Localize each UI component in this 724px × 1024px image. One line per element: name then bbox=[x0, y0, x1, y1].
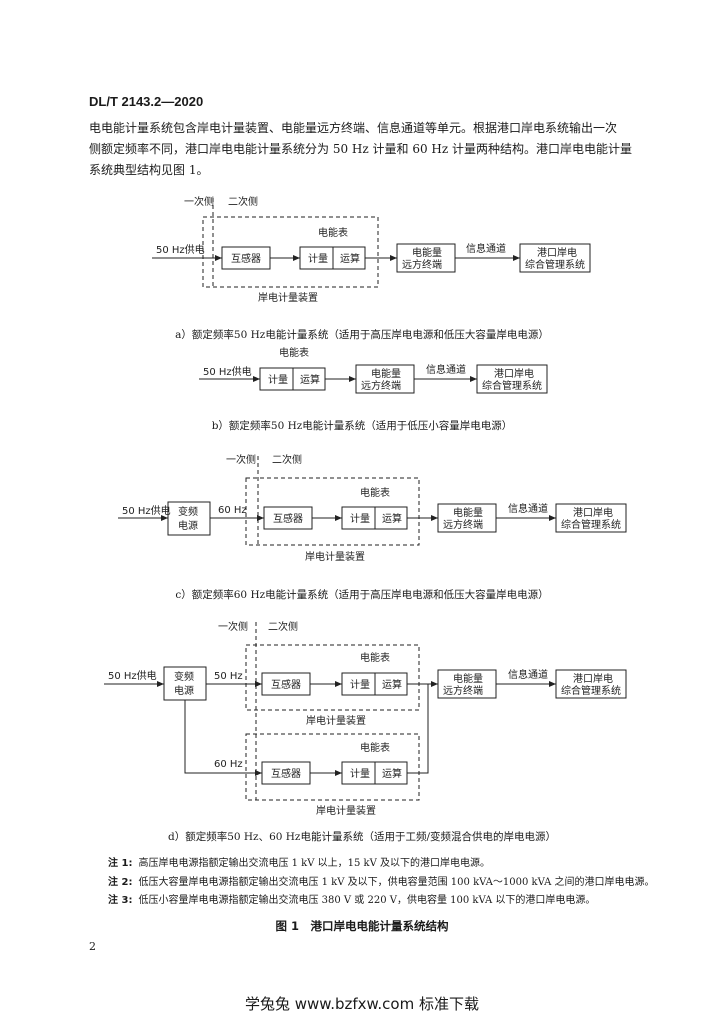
supply-50hz-label: 50 Hz供电 bbox=[108, 669, 157, 682]
hz60-label: 60 Hz bbox=[214, 759, 243, 770]
computing-label: 运算 bbox=[340, 252, 360, 265]
transformer-label: 互感器 bbox=[273, 512, 303, 525]
supply-50hz-label: 50 Hz供电 bbox=[156, 243, 205, 256]
port-management-system-box bbox=[519, 243, 591, 273]
secondary-side-label: 二次侧 bbox=[268, 620, 298, 633]
transformer-label: 互感器 bbox=[271, 767, 301, 780]
note-label: 注 1: bbox=[108, 858, 133, 869]
note-text: 低压小容量岸电电源指额定输出交流电压 380 V 或 220 V，供电容量 10… bbox=[138, 895, 596, 906]
shore-metering-device-boundary bbox=[202, 216, 379, 288]
info-channel-label: 信息通道 bbox=[508, 668, 548, 681]
terminal-label-line2: 远方终端 bbox=[443, 518, 483, 531]
meter-label: 电能表 bbox=[360, 486, 390, 499]
shore-device-label: 岸电计量装置 bbox=[316, 804, 376, 817]
vf-label-line2: 电源 bbox=[174, 684, 194, 697]
footer-watermark: 学兔兔 www.bzfxw.com 标准下载 bbox=[245, 995, 479, 1013]
mgmt-label-line1: 港口岸电 bbox=[573, 506, 613, 519]
diagram-a: 一次侧 二次侧 50 Hz供电 互感器 电能表 计量 运算 电能量 远方终端 信… bbox=[152, 195, 591, 304]
primary-side-label: 一次侧 bbox=[226, 453, 256, 466]
document-id: DL/T 2143.2—2020 bbox=[89, 94, 204, 109]
supply-50hz-label: 50 Hz供电 bbox=[203, 365, 252, 378]
secondary-side-label: 二次侧 bbox=[272, 453, 302, 466]
paragraph-line: 侧额定频率不同，港口岸电电能计量系统分为 50 Hz 计量和 60 Hz 计量两… bbox=[89, 142, 633, 156]
transformer-label: 互感器 bbox=[231, 252, 261, 265]
caption-a: a）额定频率50 Hz电能计量系统（适用于高压岸电电源和低压大容量岸电电源） bbox=[175, 329, 549, 341]
note-item: 注 2: 低压大容量岸电电源指额定输出交流电压 1 kV 及以下，供电容量范围 1… bbox=[108, 874, 688, 893]
shore-device-label: 岸电计量装置 bbox=[306, 714, 366, 727]
info-channel-label: 信息通道 bbox=[466, 242, 506, 255]
mgmt-label-line2: 综合管理系统 bbox=[525, 258, 585, 271]
terminal-label-line1: 电能量 bbox=[453, 672, 483, 685]
vf-label-line2: 电源 bbox=[178, 519, 198, 532]
caption-b: b）额定频率50 Hz电能计量系统（适用于低压小容量岸电电源） bbox=[211, 420, 513, 432]
metering-label: 计量 bbox=[350, 767, 370, 780]
primary-side-label: 一次侧 bbox=[218, 620, 248, 633]
mgmt-label-line2: 综合管理系统 bbox=[561, 518, 621, 531]
meter-label: 电能表 bbox=[318, 226, 348, 239]
mgmt-label-line2: 综合管理系统 bbox=[482, 379, 542, 392]
metering-label: 计量 bbox=[350, 512, 370, 525]
supply-50hz-label: 50 Hz供电 bbox=[122, 504, 171, 517]
diagram-c: 一次侧 二次侧 50 Hz供电 变频 电源 60 Hz 互感器 电能表 计量 运… bbox=[118, 453, 627, 563]
mgmt-label-line1: 港口岸电 bbox=[494, 367, 534, 380]
shore-device-label: 岸电计量装置 bbox=[305, 550, 365, 563]
computing-label: 运算 bbox=[382, 767, 402, 780]
shore-device-label: 岸电计量装置 bbox=[258, 291, 318, 304]
terminal-label-line2: 远方终端 bbox=[443, 684, 483, 697]
figure-title: 图 1 港口岸电电能计量系统结构 bbox=[275, 919, 449, 933]
mgmt-label-line1: 港口岸电 bbox=[573, 672, 613, 685]
hz50-label: 50 Hz bbox=[214, 671, 243, 682]
meter-label: 电能表 bbox=[360, 741, 390, 754]
vf-label-line1: 变频 bbox=[178, 505, 198, 518]
info-channel-label: 信息通道 bbox=[508, 502, 548, 515]
terminal-label-line1: 电能量 bbox=[453, 506, 483, 519]
paragraph-line: 系统典型结构见图 1。 bbox=[89, 163, 209, 177]
computing-label: 运算 bbox=[382, 678, 402, 691]
note-item: 注 3: 低压小容量岸电电源指额定输出交流电压 380 V 或 220 V，供电容… bbox=[108, 892, 688, 911]
caption-d: d）额定频率50 Hz、60 Hz电能计量系统（适用于工频/变频混合供电的岸电电… bbox=[167, 831, 557, 843]
metering-label: 计量 bbox=[308, 252, 328, 265]
port-management-system-box bbox=[476, 364, 548, 394]
meter-label: 电能表 bbox=[279, 346, 309, 359]
metering-label: 计量 bbox=[268, 373, 288, 386]
mgmt-label-line2: 综合管理系统 bbox=[561, 684, 621, 697]
transformer-label: 互感器 bbox=[271, 678, 301, 691]
note-item: 注 1: 高压岸电电源指额定输出交流电压 1 kV 以上，15 kV 及以下的港口… bbox=[108, 855, 688, 874]
page-number: 2 bbox=[89, 940, 96, 953]
vf-label-line1: 变频 bbox=[174, 670, 194, 683]
terminal-label-line1: 电能量 bbox=[371, 367, 401, 380]
note-label: 注 3: bbox=[108, 895, 133, 906]
terminal-label-line2: 远方终端 bbox=[361, 379, 401, 392]
diagram-d: 一次侧 二次侧 50 Hz供电 变频 电源 50 Hz 互感器 电能表 计量 运… bbox=[104, 620, 627, 817]
metering-label: 计量 bbox=[350, 678, 370, 691]
port-management-system-box bbox=[555, 503, 627, 533]
shore-metering-device-boundary bbox=[245, 477, 420, 546]
info-channel-label: 信息通道 bbox=[426, 363, 466, 376]
note-text: 高压岸电电源指额定输出交流电压 1 kV 以上，15 kV 及以下的港口岸电电源… bbox=[138, 858, 490, 869]
shore-metering-device-boundary-lower bbox=[245, 733, 420, 801]
computing-label: 运算 bbox=[382, 512, 402, 525]
note-label: 注 2: bbox=[108, 876, 133, 888]
computing-label: 运算 bbox=[300, 373, 320, 386]
hz60-label: 60 Hz bbox=[218, 505, 247, 516]
primary-side-label: 一次侧 bbox=[184, 195, 214, 208]
port-management-system-box bbox=[555, 669, 627, 699]
intro-paragraph: 电电能计量系统包含岸电计量装置、电能量远方终端、信息通道等单元。根据港口岸电系统… bbox=[89, 118, 669, 181]
notes: 注 1: 高压岸电电源指额定输出交流电压 1 kV 以上，15 kV 及以下的港口… bbox=[108, 855, 688, 911]
note-text: 低压大容量岸电电源指额定输出交流电压 1 kV 及以下，供电容量范围 100 k… bbox=[138, 876, 655, 888]
mgmt-label-line1: 港口岸电 bbox=[537, 246, 577, 259]
meter-label: 电能表 bbox=[360, 651, 390, 664]
secondary-side-label: 二次侧 bbox=[228, 195, 258, 208]
terminal-label-line1: 电能量 bbox=[412, 246, 442, 259]
terminal-label-line2: 远方终端 bbox=[402, 258, 442, 271]
caption-c: c）额定频率60 Hz电能计量系统（适用于高压岸电电源和低压大容量岸电电源） bbox=[175, 589, 549, 601]
diagram-b: 电能表 50 Hz供电 计量 运算 电能量 远方终端 信息通道 港口岸电 综合管… bbox=[199, 346, 548, 394]
paragraph-line: 电电能计量系统包含岸电计量装置、电能量远方终端、信息通道等单元。根据港口岸电系统… bbox=[89, 121, 618, 135]
shore-metering-device-boundary-upper bbox=[245, 644, 420, 711]
